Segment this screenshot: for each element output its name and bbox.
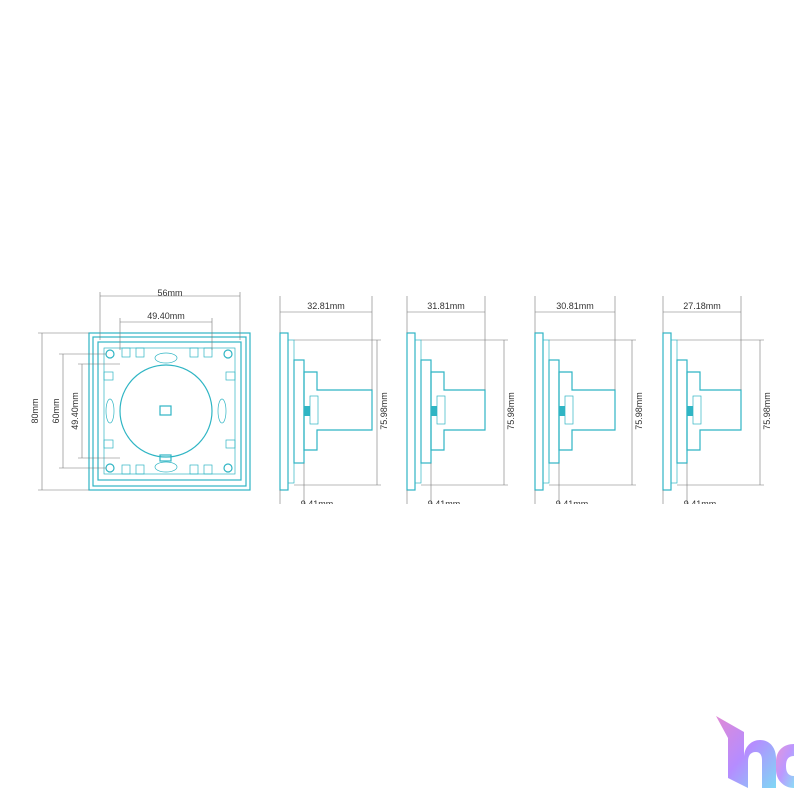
cutoff-mask xyxy=(0,504,800,800)
side-depth-label: 27.18mm xyxy=(683,301,721,311)
side-terminal xyxy=(564,395,574,425)
side-frame xyxy=(670,339,678,484)
front-rib-9 xyxy=(103,371,114,381)
side-body xyxy=(420,359,432,464)
front-inner-width-label: 49.40mm xyxy=(147,311,185,321)
front-central-opening xyxy=(119,364,213,458)
front-top-width-label: 56mm xyxy=(157,288,182,298)
side-mechanism xyxy=(303,371,373,451)
front-rib-4 xyxy=(203,347,213,358)
front-inner-height-label: 49.40mm xyxy=(70,392,80,430)
side-mechanism xyxy=(558,371,616,451)
front-center-clip xyxy=(159,405,172,416)
side-terminal xyxy=(309,395,319,425)
front-rib-1 xyxy=(121,347,131,358)
side-mechanism xyxy=(686,371,742,451)
front-rib-11 xyxy=(225,371,236,381)
side-height-label: 75.98mm xyxy=(762,392,772,430)
front-bottom-clip xyxy=(159,454,172,462)
front-mid-height-label: 60mm xyxy=(51,398,61,423)
side-depth-label: 32.81mm xyxy=(307,301,345,311)
side-terminal xyxy=(436,395,446,425)
side-depth-label: 30.81mm xyxy=(556,301,594,311)
front-mid-frame xyxy=(97,341,242,481)
front-rib-7 xyxy=(189,464,199,475)
side-body xyxy=(293,359,305,464)
side-clip xyxy=(559,406,565,416)
side-height-label: 75.98mm xyxy=(634,392,644,430)
side-body xyxy=(548,359,560,464)
front-rib-10 xyxy=(103,439,114,449)
side-body xyxy=(676,359,688,464)
front-slot-top xyxy=(154,352,178,364)
side-frame xyxy=(287,339,295,484)
side-front-plate xyxy=(662,332,672,491)
side-clip xyxy=(304,406,310,416)
side-height-label: 75.98mm xyxy=(379,392,389,430)
front-view: 56mm 49.40mm 80mm 60mm 49.40mm xyxy=(30,288,251,491)
front-hole-tr xyxy=(223,349,233,359)
side-front-plate xyxy=(534,332,544,491)
brand-logo-icon xyxy=(716,716,794,788)
front-inner-plate xyxy=(103,347,236,475)
front-frame-inset xyxy=(92,336,247,487)
front-hole-br xyxy=(223,463,233,473)
side-depth-label: 31.81mm xyxy=(427,301,465,311)
front-rib-3 xyxy=(189,347,199,358)
side-frame xyxy=(414,339,422,484)
side-views: 32.81mm75.98mm9.41mm31.81mm75.98mm9.41mm… xyxy=(279,296,772,509)
side-clip xyxy=(431,406,437,416)
side-terminal xyxy=(692,395,702,425)
side-clip xyxy=(687,406,693,416)
side-mechanism xyxy=(430,371,486,451)
front-slot-right xyxy=(217,398,227,424)
front-slot-bottom xyxy=(154,461,178,473)
front-rib-6 xyxy=(135,464,145,475)
front-rib-2 xyxy=(135,347,145,358)
side-frame xyxy=(542,339,550,484)
side-front-plate xyxy=(279,332,289,491)
front-outer-frame xyxy=(88,332,251,491)
front-rib-12 xyxy=(225,439,236,449)
front-outer-height-label: 80mm xyxy=(30,398,40,423)
side-front-plate xyxy=(406,332,416,491)
front-hole-bl xyxy=(105,463,115,473)
front-slot-left xyxy=(105,398,115,424)
front-rib-5 xyxy=(121,464,131,475)
front-rib-8 xyxy=(203,464,213,475)
side-height-label: 75.98mm xyxy=(506,392,516,430)
front-hole-tl xyxy=(105,349,115,359)
